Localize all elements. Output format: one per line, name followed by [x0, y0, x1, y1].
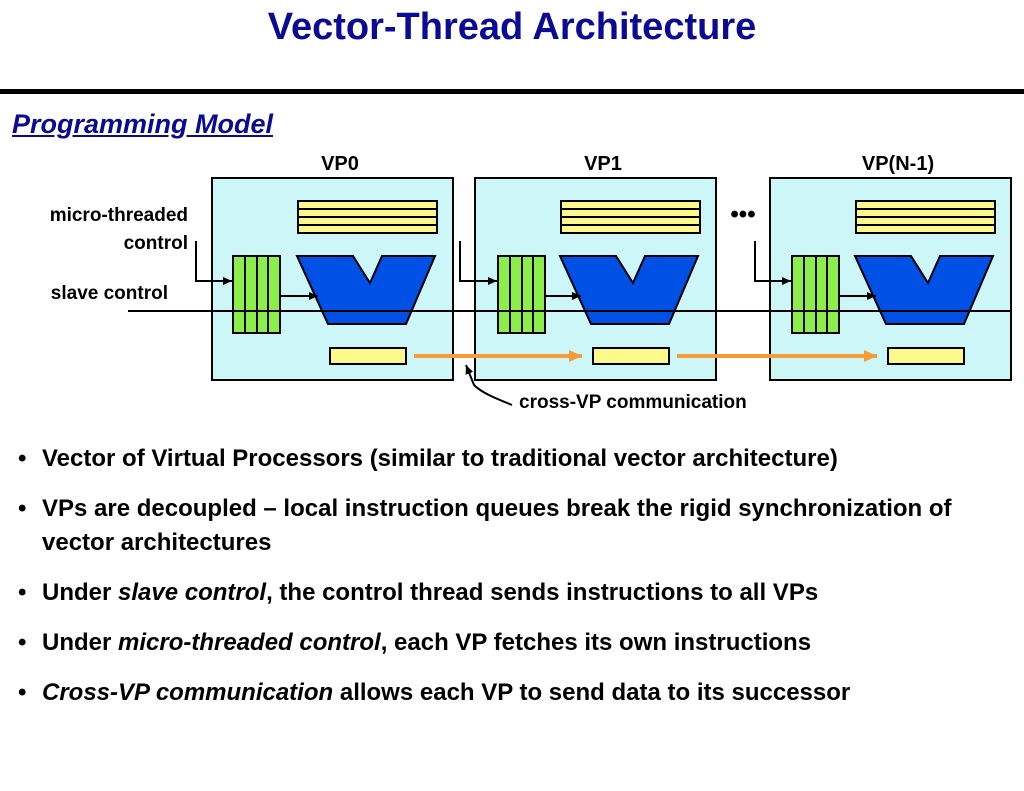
vp1-register-bank: [560, 200, 701, 234]
ellipsis: •••: [730, 201, 755, 228]
vp0-register-bank: [297, 200, 438, 234]
micro-threaded-control-label-line1: micro-threaded: [50, 205, 188, 226]
bullet-item: Cross-VP communication allows each VP to…: [16, 676, 1016, 710]
vt-diagram: VP0 VP1 VP(N-1): [50, 153, 1012, 413]
bullet-emphasis: Cross-VP communication: [42, 679, 334, 706]
vp1-alu: [558, 255, 700, 325]
bullet-item: Under micro-threaded control, each VP fe…: [16, 626, 1016, 660]
bullet-item: VPs are decoupled – local instruction qu…: [16, 492, 1016, 560]
vp1-instruction-queue: [497, 255, 546, 334]
vpn-box: [769, 177, 1012, 381]
bullet-emphasis: slave control: [118, 579, 267, 606]
vp1-label: VP1: [584, 153, 622, 175]
bullet-emphasis: micro-threaded control: [118, 629, 381, 656]
cross-vp-callout-line: [465, 364, 513, 406]
vp1-output-register: [592, 347, 670, 365]
vp0-output-register: [329, 347, 407, 365]
bullet-item: Vector of Virtual Processors (similar to…: [16, 442, 1016, 476]
vp0-alu: [295, 255, 437, 325]
vp0-box: [211, 177, 454, 381]
vpn-label: VP(N-1): [862, 153, 934, 175]
micro-threaded-arrow-vp1: [459, 241, 497, 285]
slave-control-label: slave control: [51, 283, 168, 304]
micro-threaded-arrow-vpn: [754, 241, 791, 285]
section-heading: Programming Model: [12, 109, 274, 139]
vpn-output-register: [887, 347, 965, 365]
vpn-alu: [853, 255, 995, 325]
slide-title: Vector-Thread Architecture: [267, 6, 757, 48]
vp0-instruction-queue: [232, 255, 281, 334]
bullet-item: Under slave control, the control thread …: [16, 576, 1016, 610]
vp0-label: VP0: [321, 153, 359, 175]
vpn-register-bank: [855, 200, 996, 234]
bullet-list: Vector of Virtual Processors (similar to…: [16, 442, 1016, 726]
vpn-instruction-queue: [791, 255, 840, 334]
micro-threaded-arrow-vp0: [195, 241, 232, 285]
micro-threaded-control-label-line2: control: [124, 233, 188, 254]
vp1-box: [474, 177, 717, 381]
cross-vp-communication-label: cross-VP communication: [519, 392, 747, 413]
title-divider: [0, 89, 1024, 94]
